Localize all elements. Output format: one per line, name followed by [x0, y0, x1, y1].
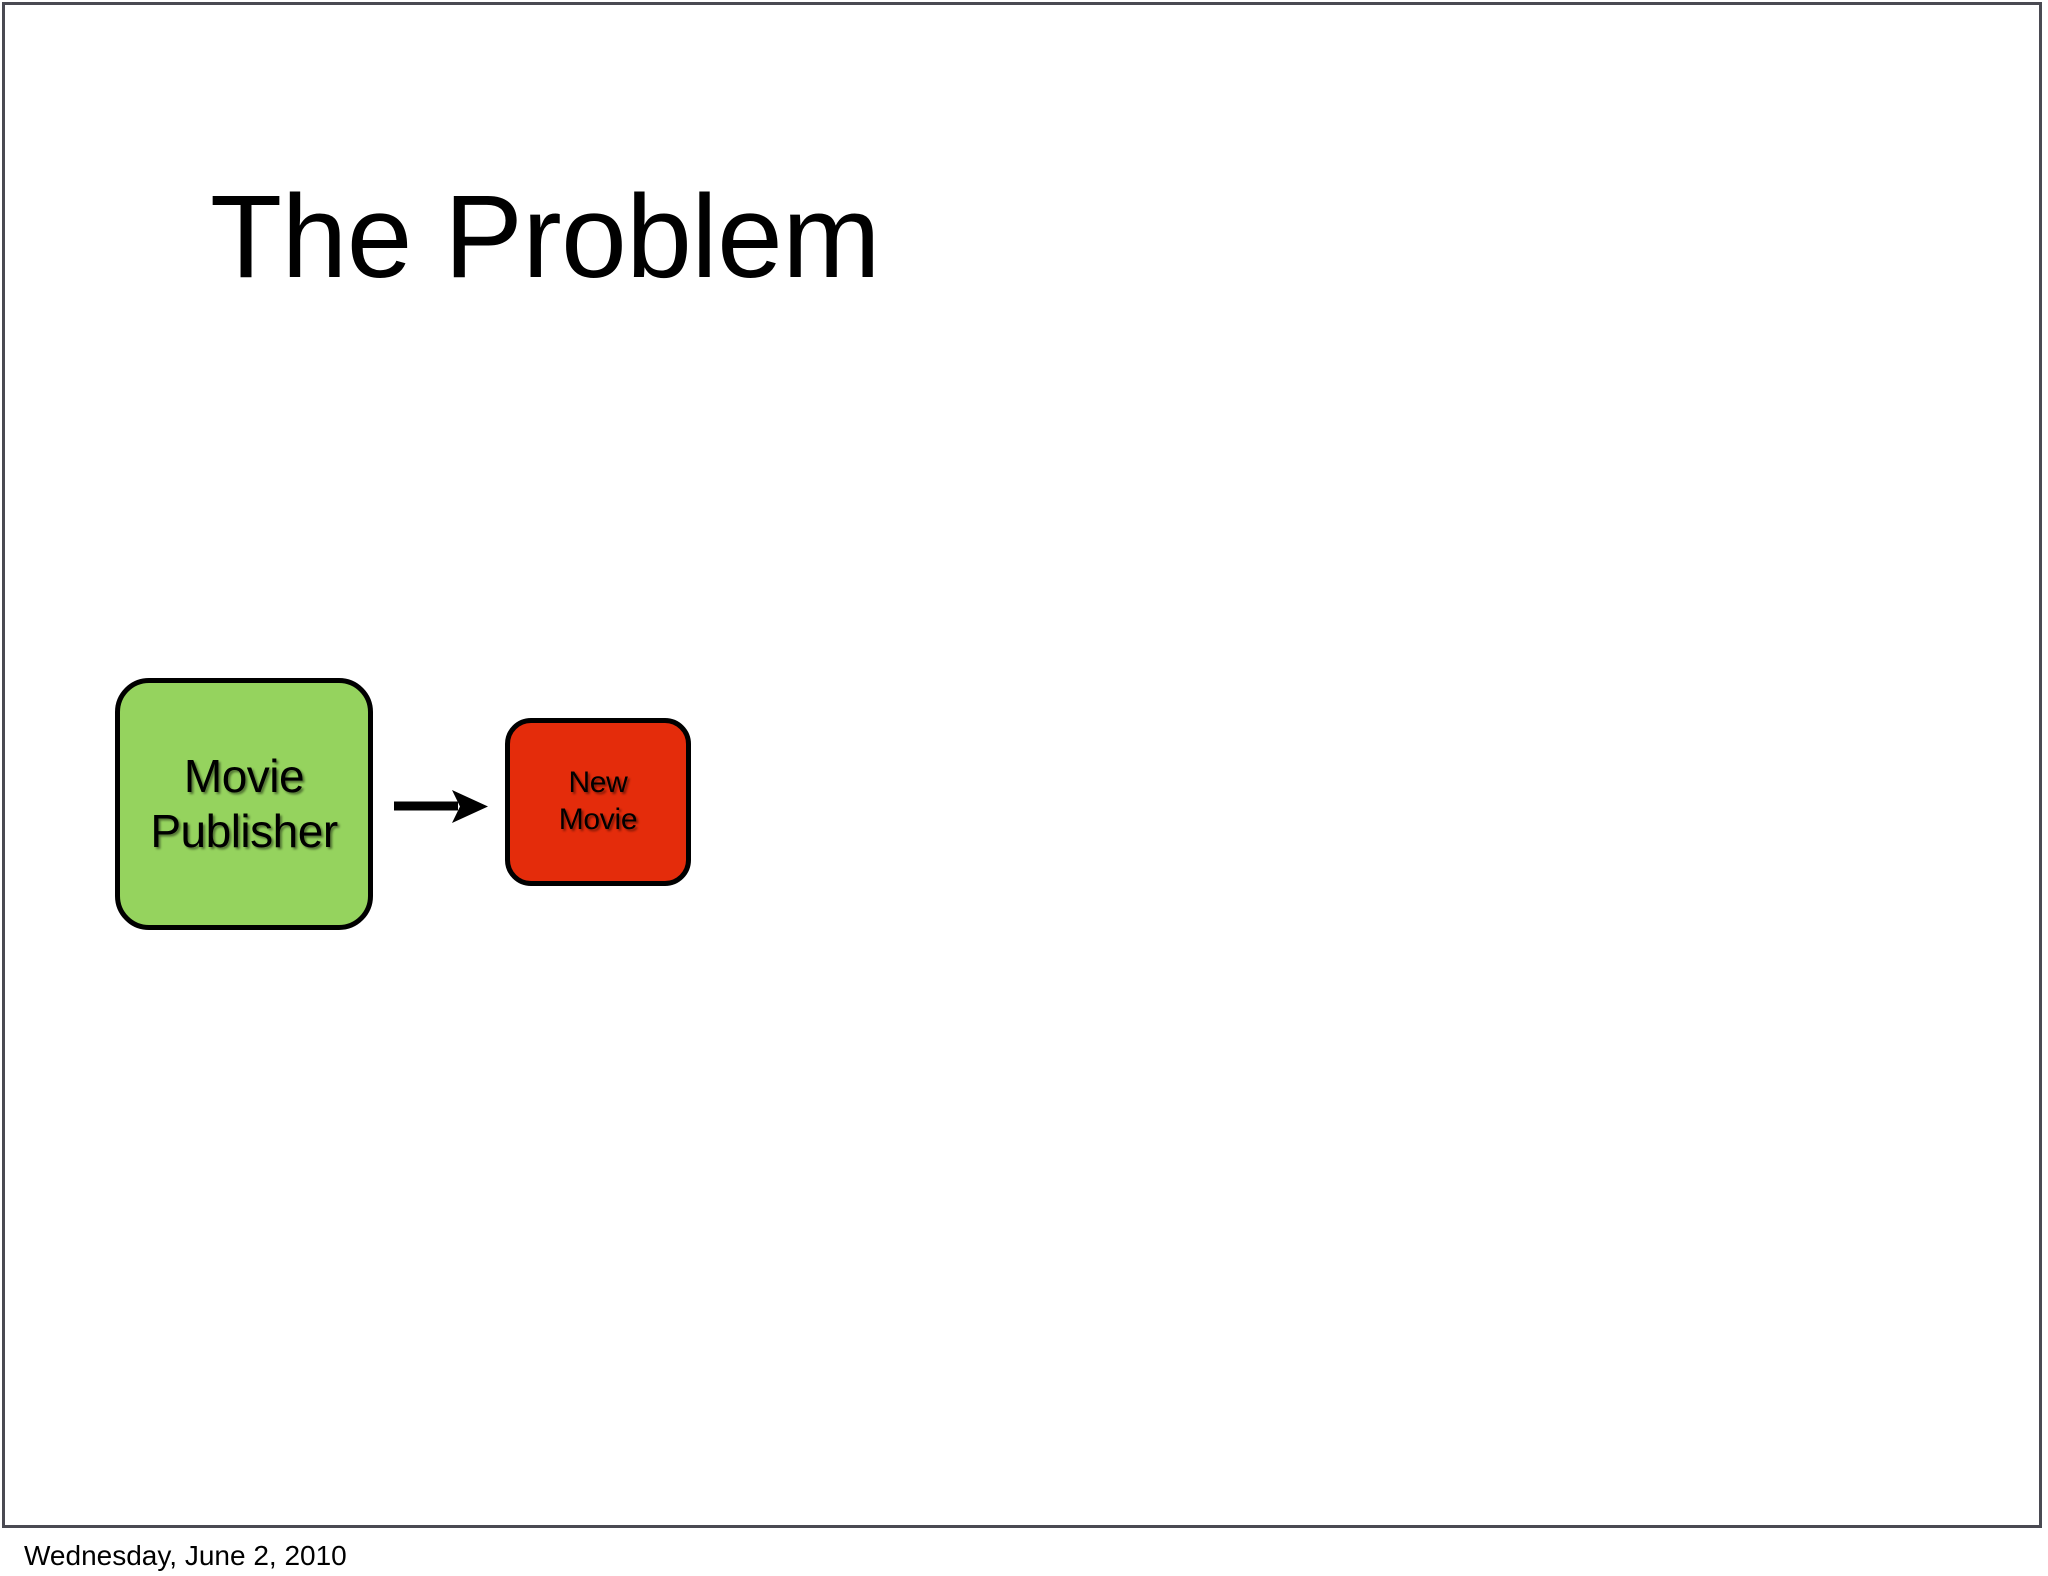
footer-date: Wednesday, June 2, 2010: [24, 1540, 347, 1571]
node-label-line-1: New: [568, 766, 628, 800]
diagram-node-new-movie[interactable]: New Movie: [505, 718, 691, 886]
node-label-line-2: Publisher: [150, 805, 338, 857]
node-label-line-1: Movie: [183, 749, 305, 802]
arrow-right-icon: [392, 783, 492, 829]
page-title: The Problem: [210, 171, 881, 303]
arrow-right-svg: [394, 790, 488, 823]
diagram-node-movie-publisher[interactable]: Movie Publisher: [115, 678, 373, 930]
node-label-line-2: Movie: [558, 803, 638, 836]
